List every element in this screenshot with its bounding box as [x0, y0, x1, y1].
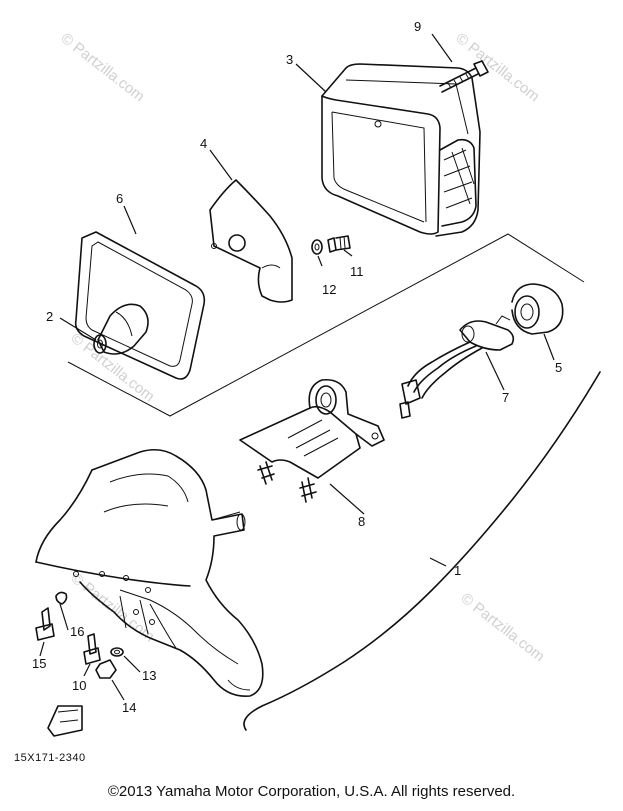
fwd-mark-icon	[47, 705, 83, 737]
callout-16: 16	[70, 624, 84, 639]
callout-9: 9	[414, 19, 421, 34]
bracket-8	[239, 378, 385, 503]
headlight-rim	[209, 179, 293, 303]
copyright-notice: ©2013 Yamaha Motor Corporation, U.S.A. A…	[107, 783, 516, 800]
callout-14: 14	[122, 700, 136, 715]
watermark-5: © Partzilla.com	[458, 590, 548, 666]
callout-13: 13	[142, 668, 156, 683]
callout-5: 5	[555, 360, 562, 375]
leader-lines	[39, 33, 555, 701]
callout-3: 3	[286, 52, 293, 67]
cord-assembly	[399, 315, 515, 419]
watermark-3: © Partzilla.com	[68, 330, 158, 406]
callout-2: 2	[46, 309, 53, 324]
callout-15: 15	[32, 656, 46, 671]
headlight-unit	[74, 231, 206, 380]
headlight-case	[321, 63, 481, 237]
watermark-2: © Partzilla.com	[453, 30, 543, 106]
callout-4: 4	[200, 136, 207, 151]
callout-8: 8	[358, 514, 365, 529]
group-bracket-1	[243, 371, 601, 731]
callout-10: 10	[72, 678, 86, 693]
callout-7: 7	[502, 390, 509, 405]
socket-5	[511, 283, 564, 335]
bolt-9	[439, 60, 489, 93]
callouts: 1 2 3 4 5 6 7 8 9 10 11 12 13 14 15 16	[32, 19, 562, 715]
fasteners	[35, 591, 124, 679]
washer-screw	[311, 235, 351, 255]
frame-body	[35, 448, 264, 697]
callout-11: 11	[350, 264, 364, 279]
callout-12: 12	[322, 282, 336, 297]
assembly-outline	[67, 233, 585, 417]
callout-6: 6	[116, 191, 123, 206]
callout-1: 1	[454, 563, 461, 578]
watermark-1: © Partzilla.com	[58, 30, 148, 106]
drawing-code: 15X171-2340	[14, 752, 86, 764]
